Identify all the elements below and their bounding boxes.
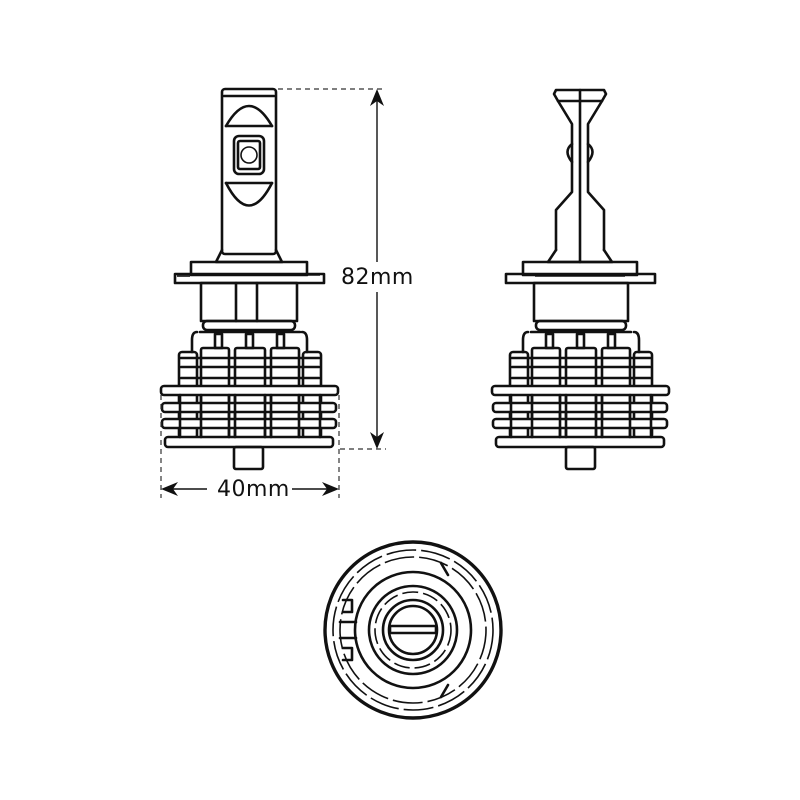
side-view [490, 88, 671, 471]
led-chip-icon [232, 134, 266, 176]
arrow-up-icon [370, 89, 384, 106]
arrow-down-icon [370, 432, 384, 449]
width-dimension-label: 40mm [215, 477, 292, 502]
arrow-left-icon [161, 482, 178, 496]
height-dimension [278, 88, 386, 450]
arrow-right-icon [322, 482, 339, 496]
bottom-view [323, 540, 503, 720]
front-view [159, 87, 340, 471]
width-dimension [160, 395, 340, 498]
height-dimension-label: 82mm [341, 265, 414, 291]
